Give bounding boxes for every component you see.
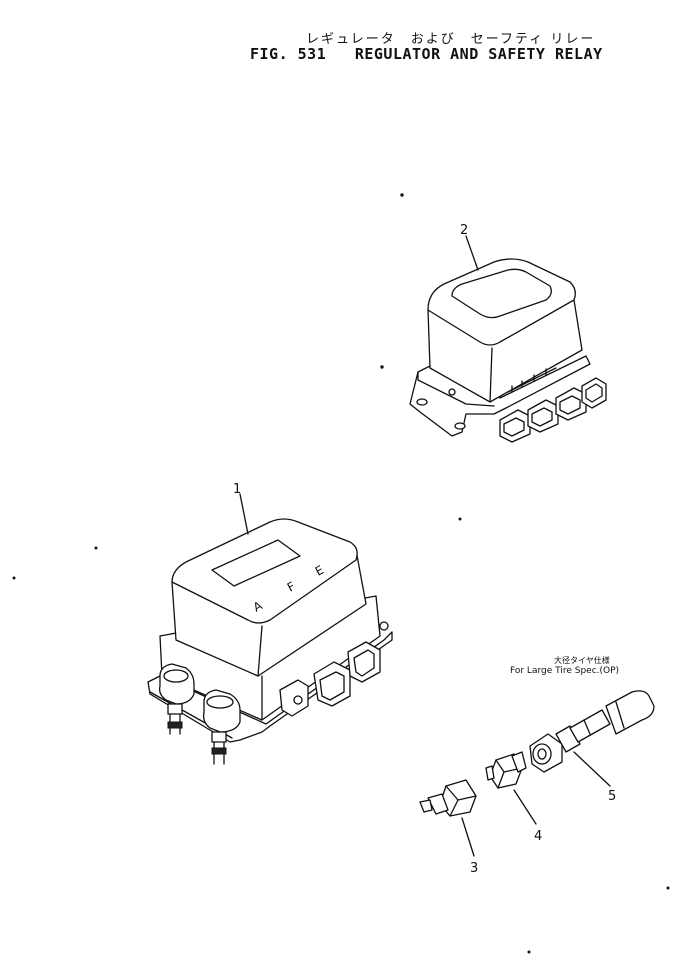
regulator-part: 1 A F E xyxy=(147,482,393,765)
callout-4: 4 xyxy=(534,829,542,844)
figure-title: FIG. 531 REGULATOR AND SAFETY RELAY xyxy=(250,45,603,63)
fitting-part-4: 4 xyxy=(485,751,542,844)
callout-1: 1 xyxy=(233,482,241,497)
safety-relay-part: 2 xyxy=(409,223,607,443)
scan-specks xyxy=(12,193,670,954)
option-note: For Large Tire Spec.(OP) xyxy=(510,666,620,676)
figure-title-japanese: レギュレータ および セーフティ リレー xyxy=(306,32,596,47)
option-note-japanese: 大径タイヤ仕様 xyxy=(554,656,610,665)
callout-2: 2 xyxy=(460,223,468,238)
callout-3: 3 xyxy=(470,861,478,876)
sensor-part-5: 5 xyxy=(529,690,655,804)
callout-5: 5 xyxy=(608,789,616,804)
fitting-part-3: 3 xyxy=(419,779,478,876)
